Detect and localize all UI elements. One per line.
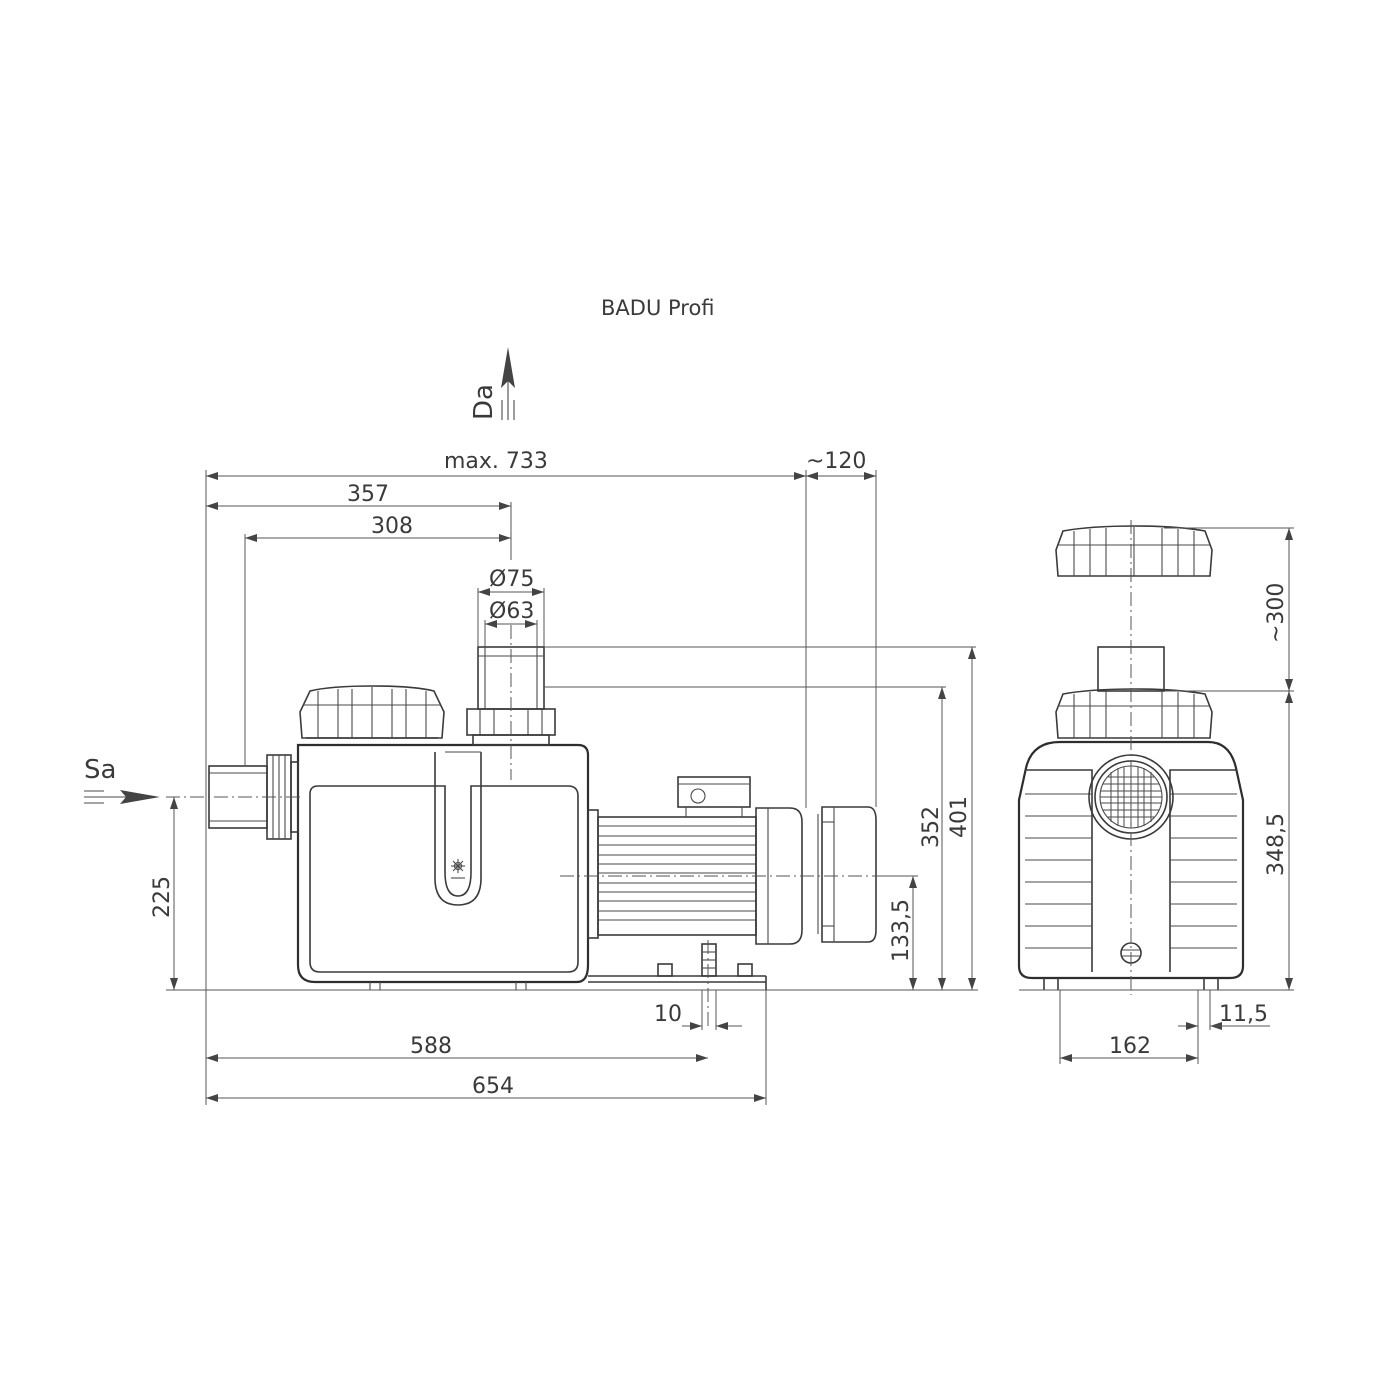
fan-cover bbox=[817, 806, 877, 943]
motor bbox=[587, 776, 803, 945]
dim-front-height: 348,5 bbox=[1264, 813, 1289, 876]
front-lid bbox=[1055, 688, 1213, 739]
pump-base bbox=[369, 943, 767, 990]
dim-suction-to-outlet: 308 bbox=[371, 514, 413, 539]
dim-cover-clearance: ~120 bbox=[806, 449, 866, 474]
drawing-title: BADU Profi bbox=[601, 296, 715, 320]
removed-lid bbox=[1055, 525, 1213, 577]
dim-total-height: 401 bbox=[947, 796, 972, 838]
discharge-flow-arrow bbox=[501, 347, 515, 420]
dim-base-length: 654 bbox=[472, 1074, 514, 1099]
suction-label: Sa bbox=[84, 755, 116, 785]
dim-front-foot-slot: 11,5 bbox=[1219, 1002, 1268, 1027]
dim-shaft-height: 133,5 bbox=[889, 899, 914, 962]
dim-to-foot-slot: 588 bbox=[410, 1034, 452, 1059]
discharge-label: Da bbox=[469, 384, 499, 420]
dim-outlet-height: 352 bbox=[919, 806, 944, 848]
pump-front-view bbox=[1017, 520, 1245, 995]
dim-foot-spacing: 162 bbox=[1109, 1034, 1151, 1059]
front-housing bbox=[1017, 740, 1245, 980]
suction-flow-arrow bbox=[84, 790, 160, 804]
strainer-lid bbox=[299, 685, 445, 739]
dim-to-outlet-center: 357 bbox=[347, 482, 389, 507]
dim-lid-clearance: ~300 bbox=[1264, 583, 1289, 643]
strainer-housing bbox=[296, 743, 590, 984]
brand-logo-icon bbox=[451, 859, 465, 879]
dim-outlet-inner-diameter: Ø63 bbox=[489, 599, 534, 624]
front-view-dimension-lines bbox=[1019, 527, 1294, 1064]
dim-outlet-outer-diameter: Ø75 bbox=[489, 567, 534, 592]
dim-inlet-height: 225 bbox=[150, 876, 175, 918]
dim-foot-slot: 10 bbox=[654, 1002, 682, 1027]
dim-overall-length: max. 733 bbox=[444, 449, 548, 474]
pump-side-view bbox=[166, 625, 880, 1030]
side-view-dimension-lines bbox=[166, 470, 978, 1105]
